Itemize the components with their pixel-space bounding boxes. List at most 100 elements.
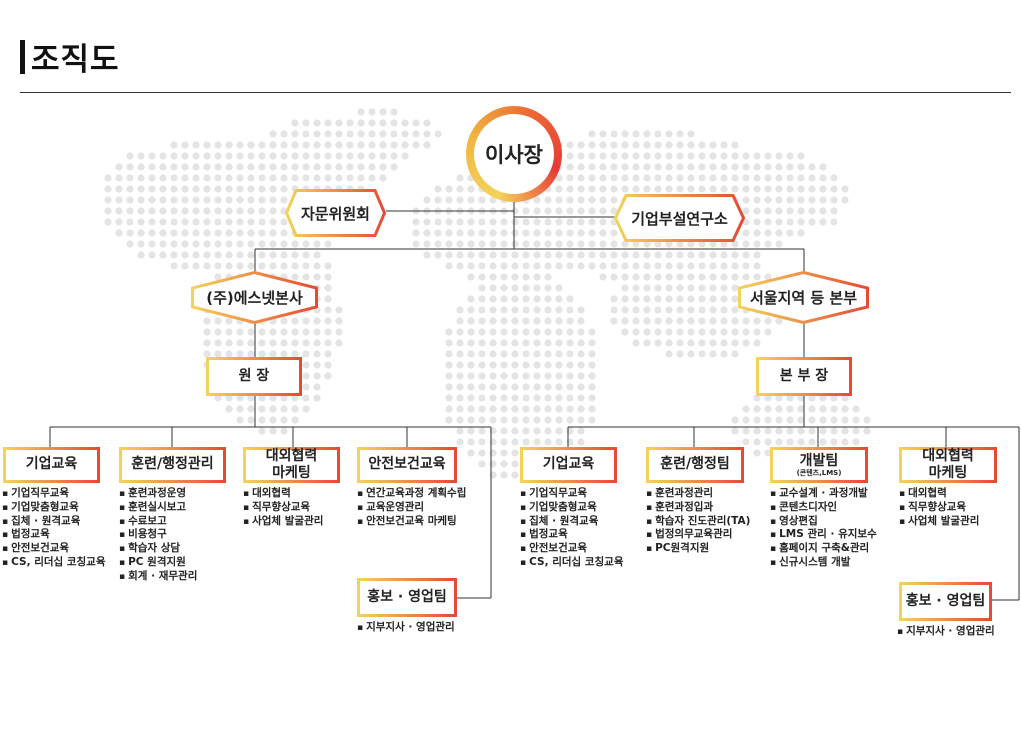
map-dot	[357, 174, 365, 182]
map-dot	[236, 405, 244, 413]
map-dot	[599, 163, 607, 171]
map-dot	[665, 185, 673, 193]
map-dot	[610, 251, 618, 259]
map-dot	[511, 317, 519, 325]
map-dot	[269, 141, 277, 149]
map-dot	[621, 185, 629, 193]
map-dot	[643, 328, 651, 336]
map-dot	[170, 174, 178, 182]
map-dot	[632, 339, 640, 347]
map-dot	[511, 229, 519, 237]
hq-right-node: 서울지역 등 본부	[738, 271, 869, 324]
map-dot	[841, 394, 849, 402]
map-dot	[269, 328, 277, 336]
map-dot	[687, 339, 695, 347]
map-dot	[533, 317, 541, 325]
map-dot	[654, 339, 662, 347]
map-dot	[808, 185, 816, 193]
map-dot	[588, 207, 596, 215]
map-dot	[698, 185, 706, 193]
map-dot	[621, 251, 629, 259]
map-dot	[720, 185, 728, 193]
map-dot	[456, 416, 464, 424]
map-dot	[225, 185, 233, 193]
map-dot	[203, 152, 211, 160]
map-dot	[368, 152, 376, 160]
map-dot	[522, 405, 530, 413]
map-dot	[753, 394, 761, 402]
map-dot	[258, 141, 266, 149]
map-dot	[236, 240, 244, 248]
map-dot	[720, 251, 728, 259]
map-dot	[566, 328, 574, 336]
map-dot	[610, 196, 618, 204]
map-dot	[247, 328, 255, 336]
map-dot	[434, 251, 442, 259]
map-dot	[742, 317, 750, 325]
map-dot	[610, 152, 618, 160]
map-dot	[764, 416, 772, 424]
map-dot	[500, 427, 508, 435]
map-dot	[588, 229, 596, 237]
map-dot	[236, 185, 244, 193]
map-dot	[720, 152, 728, 160]
map-dot	[566, 251, 574, 259]
map-dot	[720, 306, 728, 314]
map-dot	[445, 416, 453, 424]
map-dot	[390, 141, 398, 149]
map-dot	[533, 251, 541, 259]
map-dot	[159, 218, 167, 226]
map-dot	[148, 229, 156, 237]
map-dot	[764, 163, 772, 171]
map-dot	[280, 262, 288, 270]
map-dot	[225, 152, 233, 160]
map-dot	[808, 405, 816, 413]
map-dot	[456, 427, 464, 435]
map-dot	[775, 207, 783, 215]
map-dot	[610, 295, 618, 303]
map-dot	[379, 108, 387, 116]
map-dot	[291, 152, 299, 160]
map-dot	[434, 240, 442, 248]
map-dot	[170, 141, 178, 149]
map-dot	[181, 218, 189, 226]
map-dot	[203, 174, 211, 182]
map-dot	[225, 174, 233, 182]
map-dot	[467, 317, 475, 325]
map-dot	[654, 251, 662, 259]
map-dot	[632, 130, 640, 138]
map-dot	[467, 251, 475, 259]
map-dot	[346, 119, 354, 127]
map-dot	[302, 383, 310, 391]
map-dot	[577, 427, 585, 435]
map-dot	[632, 306, 640, 314]
map-dot	[181, 229, 189, 237]
map-dot	[335, 317, 343, 325]
map-dot	[302, 405, 310, 413]
map-dot	[236, 339, 244, 347]
map-dot	[742, 240, 750, 248]
map-dot	[786, 163, 794, 171]
map-dot	[621, 141, 629, 149]
map-dot	[577, 328, 585, 336]
map-dot	[467, 273, 475, 281]
list-item: 사업체 발굴관리	[243, 515, 323, 529]
map-dot	[566, 240, 574, 248]
research-lab-label: 기업부설연구소	[631, 209, 728, 228]
list-item: 훈련실시보고	[119, 501, 197, 515]
map-dot	[126, 207, 134, 215]
dept-label-line1: 대외협력	[922, 447, 974, 464]
map-dot	[676, 185, 684, 193]
map-dot	[478, 460, 486, 468]
map-dot	[742, 152, 750, 160]
map-dot	[247, 152, 255, 160]
map-dot	[357, 108, 365, 116]
map-dot	[830, 185, 838, 193]
map-dot	[577, 196, 585, 204]
map-dot	[280, 427, 288, 435]
map-dot	[126, 174, 134, 182]
map-dot	[687, 262, 695, 270]
map-dot	[247, 262, 255, 270]
map-dot	[665, 339, 673, 347]
map-dot	[500, 460, 508, 468]
